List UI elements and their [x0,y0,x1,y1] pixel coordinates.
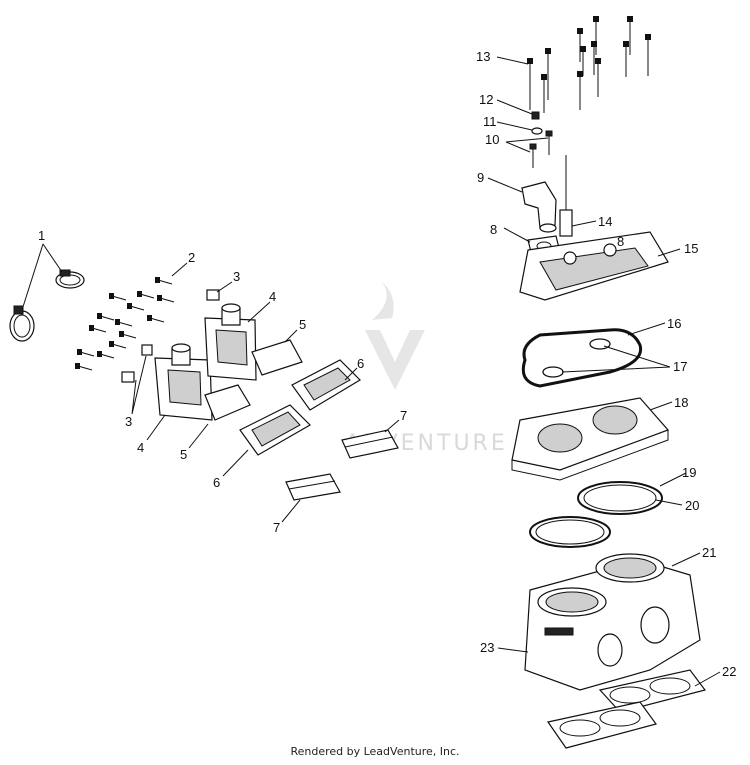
callout-20: 20 [685,498,699,513]
callout-10: 10 [485,132,499,147]
fasteners-part-10-11-12 [529,111,553,168]
base-gasket-part-22 [546,669,707,749]
callout-21: 21 [702,545,716,560]
callout-11: 11 [483,114,497,129]
head-o-ring-part-16 [521,328,643,388]
callout-22: 22 [722,664,736,679]
hose-fitting-part-3 [121,289,220,383]
callout-7-lower: 7 [273,520,280,535]
reed-petal-part-7 [285,429,399,501]
callout-6: 6 [357,356,364,371]
callout-1: 1 [38,228,45,243]
callout-6-lower: 6 [213,475,220,490]
callout-4-lower: 4 [137,440,144,455]
callout-3: 3 [233,269,240,284]
callout-labels: 1 2 3 3 4 4 5 5 6 6 7 7 8 8 9 10 11 12 1… [38,49,736,679]
reed-spacer-part-5 [204,339,303,421]
reed-housing-part-4 [154,303,257,421]
water-elbow-part-9 [521,181,557,233]
callout-15: 15 [684,241,698,256]
callout-9: 9 [477,170,484,185]
callout-4: 4 [269,289,276,304]
reed-cage-part-6 [239,359,361,456]
cylinder-block-part-21 [524,553,701,691]
callout-5: 5 [299,317,306,332]
bolt-set-part-2 [75,277,175,371]
footer-credit: Rendered by LeadVenture, Inc. [290,745,460,758]
head-gasket-part-19-20 [529,481,663,548]
callout-13: 13 [476,49,490,64]
callout-8-upper: 8 [617,234,624,249]
callout-19: 19 [682,465,696,480]
long-bolt-set-part-13 [527,16,651,113]
cylinder-head-part-18 [511,397,670,481]
watermark: ADVENTURE [345,282,505,456]
callout-18: 18 [674,395,688,410]
callout-14: 14 [598,214,612,229]
temp-sensor-part-14 [559,155,573,237]
callout-5-lower: 5 [180,447,187,462]
callout-17: 17 [673,359,687,374]
head-cover-part-15 [519,231,669,301]
callout-2: 2 [188,250,195,265]
leader-lines [21,56,721,687]
callout-16: 16 [667,316,681,331]
callout-23: 23 [480,640,494,655]
hose-clamp-part-1 [9,269,85,342]
callout-7: 7 [400,408,407,423]
callout-3-lower: 3 [125,414,132,429]
callout-8: 8 [490,222,497,237]
callout-12: 12 [479,92,493,107]
